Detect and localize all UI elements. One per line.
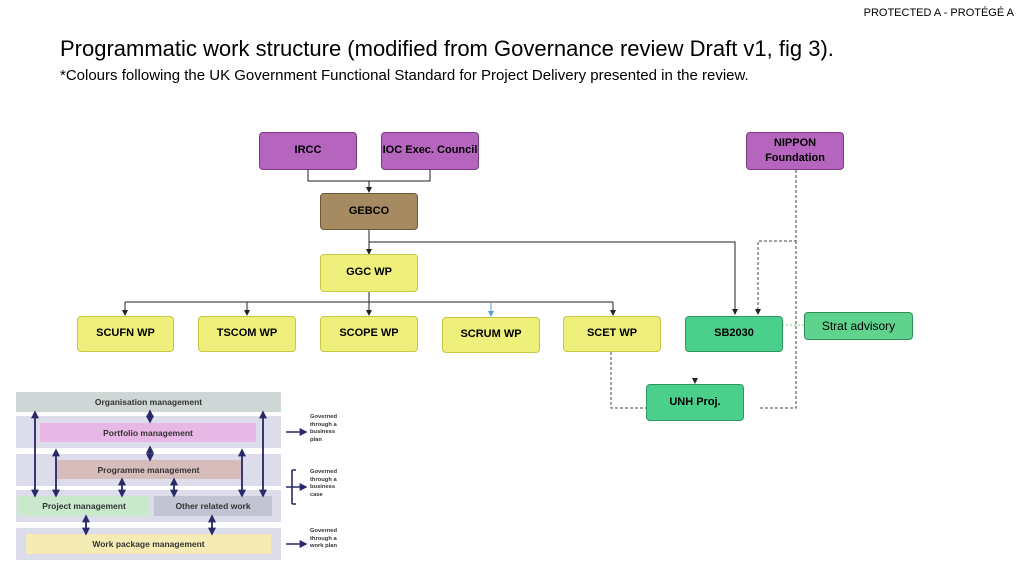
governance-levels-figure: Organisation management Portfolio manage… — [16, 392, 346, 564]
node-scufn-wp: SCUFN WP — [77, 316, 174, 352]
programme-management-label: Programme management — [56, 460, 241, 479]
node-scrum-wp: SCRUM WP — [442, 317, 540, 353]
node-strat-advisory: Strat advisory — [804, 312, 913, 340]
node-scet-wp: SCET WP — [563, 316, 661, 352]
page-subtitle: *Colours following the UK Government Fun… — [60, 67, 749, 84]
band-work-package: Work package management — [16, 528, 281, 560]
portfolio-management-label: Portfolio management — [40, 423, 256, 442]
node-sb2030: SB2030 — [685, 316, 783, 352]
governance-arrows — [31, 409, 308, 548]
node-tscom-wp: TSCOM WP — [198, 316, 296, 352]
project-management-label: Project management — [18, 496, 150, 516]
node-ioc-exec-council: IOC Exec. Council — [381, 132, 479, 170]
node-gebco: GEBCO — [320, 193, 418, 230]
note-work-plan: Governed through a work plan — [310, 528, 338, 550]
node-ircc: IRCC — [259, 132, 357, 170]
organisation-management-label: Organisation management — [94, 397, 203, 407]
page-title: Programmatic work structure (modified fr… — [60, 36, 834, 61]
band-organisation: Organisation management — [16, 392, 281, 412]
band-project: Project management Other related work — [16, 490, 281, 522]
band-portfolio: Portfolio management — [16, 416, 281, 448]
classification-label: PROTECTED A - PROTÉGÉ A — [863, 7, 1014, 19]
node-nippon-foundation: NIPPON Foundation — [746, 132, 844, 170]
note-business-case: Governed through a business case — [310, 469, 338, 498]
other-related-work-label: Other related work — [154, 496, 272, 516]
node-scope-wp: SCOPE WP — [320, 316, 418, 352]
node-unh-proj: UNH Proj. — [646, 384, 744, 421]
work-package-management-label: Work package management — [26, 534, 271, 554]
note-business-plan: Governed through a business plan — [310, 414, 338, 443]
node-ggc-wp: GGC WP — [320, 254, 418, 292]
